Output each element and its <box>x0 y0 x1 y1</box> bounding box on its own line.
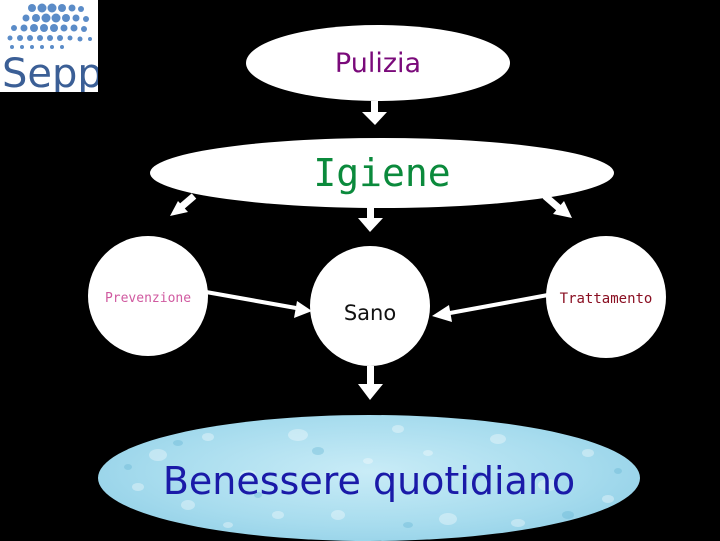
node-trattamento: Trattamento <box>546 236 666 358</box>
arrow-igiene-sano <box>358 206 383 232</box>
sepp-logo-mark: Sepp <box>2 3 98 92</box>
logo-wordmark: Sepp <box>2 51 98 92</box>
water-drops-texture <box>124 425 622 528</box>
arrow-prevenzione-sano <box>205 290 312 318</box>
node-benessere-label: Benessere quotidiano <box>162 459 576 503</box>
node-pulizia-label: Pulizia <box>334 47 422 79</box>
node-benessere: Benessere quotidiano <box>98 415 640 541</box>
node-igiene: Igiene <box>150 138 614 208</box>
arrow-igiene-trattamento <box>542 193 572 218</box>
node-prevenzione-label: Prevenzione <box>104 291 192 306</box>
node-sano: Sano <box>310 246 430 366</box>
arrow-pulizia-igiene <box>362 101 387 125</box>
node-trattamento-label: Trattamento <box>559 291 653 307</box>
arrow-igiene-prevenzione <box>170 193 197 216</box>
node-pulizia: Pulizia <box>246 25 510 101</box>
node-prevenzione: Prevenzione <box>88 236 208 356</box>
sepp-logo: Sepp <box>0 0 98 92</box>
arrow-trattamento-sano <box>432 293 549 322</box>
node-sano-label: Sano <box>343 301 397 325</box>
node-igiene-label: Igiene <box>313 151 451 195</box>
arrow-sano-benessere <box>358 366 383 400</box>
